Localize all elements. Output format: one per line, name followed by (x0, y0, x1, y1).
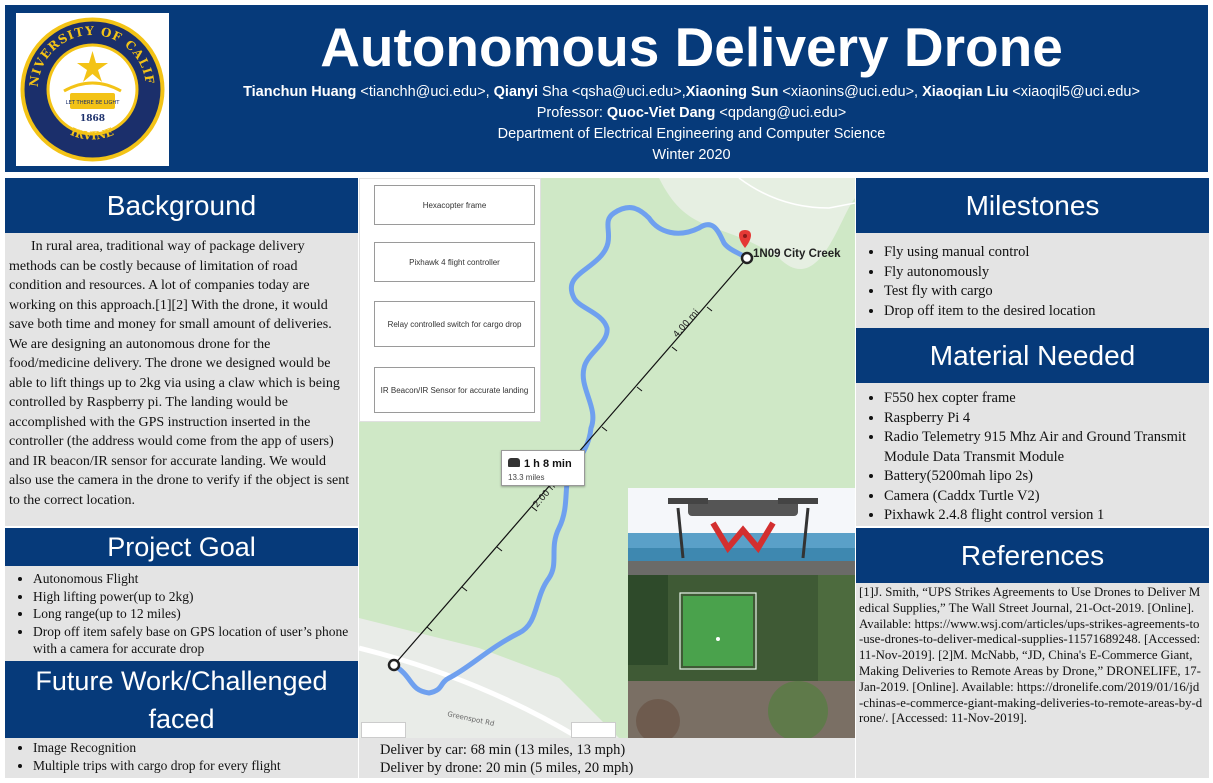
delivery-panel: Deliver by car: 68 min (13 miles, 13 mph… (359, 738, 855, 778)
route-distance: 13.3 miles (508, 473, 545, 482)
destination-pin (739, 230, 751, 248)
author-email: <qsha@uci.edu> (571, 84, 682, 100)
flowchart-panel: Hexacopter frame Pixhawk 4 flight contro… (359, 178, 541, 422)
project-goal-list: Autonomous Flight High lifting power(up … (5, 570, 352, 658)
list-item: Test fly with cargo (884, 282, 1203, 302)
milestones-title: Milestones (856, 178, 1209, 233)
list-item: Autonomous Flight (33, 570, 352, 588)
svg-text:IRVINE: IRVINE (69, 125, 116, 142)
professor-name: Quoc-Viet Dang (606, 105, 716, 121)
background-title: Background (5, 178, 358, 233)
uci-seal: THE UNIVERSITY OF CALIFORNIA IRVINE LET … (10, 2, 169, 166)
seal-icon: THE UNIVERSITY OF CALIFORNIA IRVINE LET … (10, 2, 165, 162)
authors-line: Tianchun Huang <tianchh@uci.edu>, Qianyi… (243, 84, 1140, 100)
svg-text:1868: 1868 (80, 114, 105, 124)
department: Department of Electrical Engineering and… (497, 126, 886, 142)
project-goal-title: Project Goal (5, 528, 358, 566)
author-email: <xiaonins@uci.edu> (782, 84, 915, 100)
list-item: F550 hex copter frame (884, 389, 1203, 409)
materials-title: Material Needed (856, 328, 1209, 383)
list-item: Drop off item to the desired location (884, 302, 1203, 322)
future-work-list: Image Recognition Multiple trips with ca… (5, 739, 352, 774)
list-item: Multiple trips with cargo drop for every… (33, 757, 352, 775)
background-text: In rural area, traditional way of packag… (9, 239, 350, 508)
flow-box-relay: Relay controlled switch for cargo drop (374, 301, 535, 347)
destination-label: 1N09 City Creek (753, 248, 841, 260)
drone-photo (628, 488, 855, 561)
list-item: Long range(up to 12 miles) (33, 605, 352, 623)
list-item: Fly autonomously (884, 263, 1203, 283)
background-panel: In rural area, traditional way of packag… (5, 233, 358, 526)
list-item: Pixhawk 2.4.8 flight control version 1 (884, 506, 1203, 526)
professor-line: Professor: Quoc-Viet Dang <qpdang@uci.ed… (536, 105, 847, 121)
car-icon (508, 458, 520, 468)
milestones-list: Fly using manual control Fly autonomousl… (856, 243, 1203, 321)
project-goal-panel: Autonomous Flight High lifting power(up … (5, 566, 358, 661)
list-item: Radio Telemetry 915 Mhz Air and Ground T… (884, 428, 1203, 467)
header-banner (5, 5, 1208, 172)
route-time: 1 h 8 min (524, 458, 572, 470)
list-item: Battery(5200mah lipo 2s) (884, 467, 1203, 487)
list-item: Drop off item safely base on GPS locatio… (33, 623, 352, 658)
references-panel: [1]J. Smith, “UPS Strikes Agreements to … (856, 583, 1209, 778)
materials-panel: F550 hex copter frame Raspberry Pi 4 Rad… (856, 383, 1209, 526)
flow-box-ir: IR Beacon/IR Sensor for accurate landing (374, 367, 535, 413)
delivery-drone: Deliver by drone: 20 min (5 miles, 20 mp… (380, 760, 634, 776)
poster-title: Autonomous Delivery Drone (320, 16, 1063, 78)
future-work-title: Future Work/Challenged faced (5, 661, 358, 738)
delivery-car: Deliver by car: 68 min (13 miles, 13 mph… (380, 742, 626, 758)
map-scale-box (361, 722, 406, 738)
driving-route (391, 205, 750, 696)
camera-view-photo (628, 561, 855, 738)
map-scale-box (571, 722, 616, 738)
references-text: [1]J. Smith, “UPS Strikes Agreements to … (859, 585, 1203, 726)
future-work-panel: Image Recognition Multiple trips with ca… (5, 738, 358, 778)
references-title: References (856, 528, 1209, 583)
term: Winter 2020 (652, 147, 731, 163)
author-name: Qianyi (493, 84, 538, 100)
author-name: Xiaoqian Liu (922, 84, 1009, 100)
professor-email: <qpdang@uci.edu> (719, 105, 847, 121)
materials-list: F550 hex copter frame Raspberry Pi 4 Rad… (856, 389, 1203, 526)
list-item: Camera (Caddx Turtle V2) (884, 487, 1203, 507)
camera-view-icon (628, 561, 855, 738)
author-name: Xiaoning Sun (685, 84, 779, 100)
list-item: Image Recognition (33, 739, 352, 757)
flow-box-frame: Hexacopter frame (374, 185, 535, 225)
flow-box-controller: Pixhawk 4 flight controller (374, 242, 535, 282)
author-email: <xiaoqil5@uci.edu> (1012, 84, 1140, 100)
list-item: High lifting power(up to 2kg) (33, 588, 352, 606)
milestones-panel: Fly using manual control Fly autonomousl… (856, 233, 1209, 328)
route-info-card: 1 h 8 min 13.3 miles (501, 450, 585, 486)
author-name: Tianchun Huang (243, 84, 357, 100)
list-item: Fly using manual control (884, 243, 1203, 263)
drone-icon (628, 488, 855, 561)
list-item: Raspberry Pi 4 (884, 409, 1203, 429)
author-email: <tianchh@uci.edu> (360, 84, 486, 100)
svg-text:LET THERE BE LIGHT: LET THERE BE LIGHT (66, 100, 121, 106)
